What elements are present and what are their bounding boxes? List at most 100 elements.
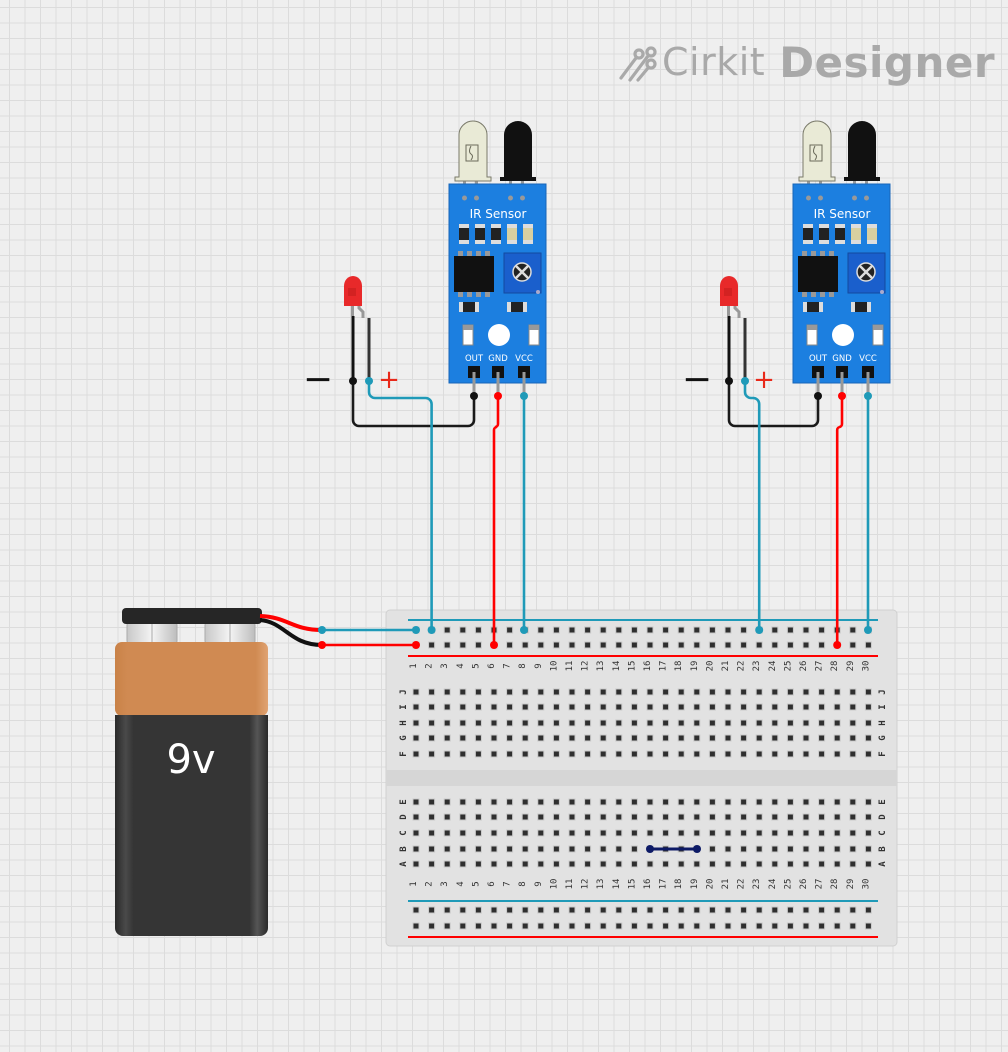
breadboard-hole[interactable] xyxy=(646,688,654,696)
breadboard-hole[interactable] xyxy=(599,922,607,930)
breadboard-hole[interactable] xyxy=(459,641,467,649)
breadboard-hole[interactable] xyxy=(864,860,872,868)
breadboard-hole[interactable] xyxy=(537,813,545,821)
breadboard-hole[interactable] xyxy=(615,688,623,696)
breadboard-hole[interactable] xyxy=(755,829,763,837)
breadboard-hole[interactable] xyxy=(537,734,545,742)
breadboard-hole[interactable] xyxy=(412,703,420,711)
breadboard-hole[interactable] xyxy=(552,798,560,806)
breadboard-hole[interactable] xyxy=(818,906,826,914)
breadboard-hole[interactable] xyxy=(474,734,482,742)
breadboard-hole[interactable] xyxy=(818,641,826,649)
breadboard-hole[interactable] xyxy=(724,734,732,742)
breadboard-hole[interactable] xyxy=(818,829,826,837)
breadboard-hole[interactable] xyxy=(724,626,732,634)
breadboard-hole[interactable] xyxy=(849,734,857,742)
breadboard-hole[interactable] xyxy=(677,860,685,868)
breadboard-hole[interactable] xyxy=(864,734,872,742)
breadboard-hole[interactable] xyxy=(646,626,654,634)
breadboard-hole[interactable] xyxy=(537,845,545,853)
breadboard-hole[interactable] xyxy=(412,688,420,696)
breadboard-hole[interactable] xyxy=(584,750,592,758)
breadboard-hole[interactable] xyxy=(599,626,607,634)
breadboard-hole[interactable] xyxy=(474,845,482,853)
breadboard-hole[interactable] xyxy=(818,626,826,634)
breadboard-hole[interactable] xyxy=(428,719,436,727)
breadboard-hole[interactable] xyxy=(802,703,810,711)
breadboard-hole[interactable] xyxy=(443,798,451,806)
wire-out-to-led-cathode[interactable] xyxy=(727,381,820,428)
breadboard-hole[interactable] xyxy=(584,798,592,806)
breadboard-hole[interactable] xyxy=(662,860,670,868)
breadboard-hole[interactable] xyxy=(506,845,514,853)
breadboard-hole[interactable] xyxy=(584,860,592,868)
breadboard-hole[interactable] xyxy=(724,719,732,727)
breadboard-hole[interactable] xyxy=(568,734,576,742)
breadboard-hole[interactable] xyxy=(755,734,763,742)
breadboard-hole[interactable] xyxy=(771,703,779,711)
breadboard-hole[interactable] xyxy=(662,626,670,634)
breadboard-hole[interactable] xyxy=(537,750,545,758)
breadboard-hole[interactable] xyxy=(630,750,638,758)
breadboard-hole[interactable] xyxy=(630,703,638,711)
breadboard-hole[interactable] xyxy=(771,719,779,727)
breadboard-hole[interactable] xyxy=(786,703,794,711)
breadboard-hole[interactable] xyxy=(755,813,763,821)
breadboard-hole[interactable] xyxy=(428,845,436,853)
breadboard-hole[interactable] xyxy=(568,922,576,930)
breadboard-hole[interactable] xyxy=(490,703,498,711)
breadboard-hole[interactable] xyxy=(849,798,857,806)
breadboard-hole[interactable] xyxy=(412,845,420,853)
breadboard-hole[interactable] xyxy=(552,922,560,930)
breadboard-hole[interactable] xyxy=(802,641,810,649)
breadboard-hole[interactable] xyxy=(677,626,685,634)
breadboard-hole[interactable] xyxy=(630,688,638,696)
breadboard-hole[interactable] xyxy=(646,860,654,868)
wire-endpoint[interactable] xyxy=(520,392,528,400)
breadboard-hole[interactable] xyxy=(740,860,748,868)
breadboard-hole[interactable] xyxy=(755,750,763,758)
breadboard-hole[interactable] xyxy=(521,750,529,758)
breadboard-hole[interactable] xyxy=(428,703,436,711)
breadboard-hole[interactable] xyxy=(506,641,514,649)
breadboard-hole[interactable] xyxy=(755,906,763,914)
breadboard-hole[interactable] xyxy=(693,798,701,806)
breadboard-hole[interactable] xyxy=(599,829,607,837)
breadboard-hole[interactable] xyxy=(864,750,872,758)
breadboard-hole[interactable] xyxy=(615,798,623,806)
breadboard-hole[interactable] xyxy=(615,626,623,634)
breadboard-hole[interactable] xyxy=(662,922,670,930)
breadboard-hole[interactable] xyxy=(506,860,514,868)
breadboard-hole[interactable] xyxy=(615,860,623,868)
breadboard-hole[interactable] xyxy=(490,845,498,853)
breadboard-hole[interactable] xyxy=(537,641,545,649)
breadboard-hole[interactable] xyxy=(443,829,451,837)
breadboard-hole[interactable] xyxy=(708,626,716,634)
breadboard-hole[interactable] xyxy=(646,813,654,821)
breadboard-hole[interactable] xyxy=(724,845,732,853)
breadboard-hole[interactable] xyxy=(599,906,607,914)
wire-endpoint[interactable] xyxy=(412,641,420,649)
breadboard-hole[interactable] xyxy=(552,860,560,868)
breadboard-hole[interactable] xyxy=(833,719,841,727)
breadboard-hole[interactable] xyxy=(786,860,794,868)
breadboard-hole[interactable] xyxy=(443,719,451,727)
breadboard-hole[interactable] xyxy=(506,626,514,634)
breadboard-hole[interactable] xyxy=(833,750,841,758)
breadboard-hole[interactable] xyxy=(584,703,592,711)
breadboard-hole[interactable] xyxy=(771,829,779,837)
breadboard-hole[interactable] xyxy=(459,734,467,742)
breadboard-hole[interactable] xyxy=(646,798,654,806)
breadboard-hole[interactable] xyxy=(740,688,748,696)
wire-gnd-to-rail[interactable] xyxy=(835,396,844,645)
breadboard-hole[interactable] xyxy=(506,703,514,711)
breadboard-hole[interactable] xyxy=(693,688,701,696)
breadboard-hole[interactable] xyxy=(630,860,638,868)
breadboard-hole[interactable] xyxy=(443,845,451,853)
breadboard-hole[interactable] xyxy=(615,845,623,853)
breadboard-hole[interactable] xyxy=(615,829,623,837)
wire-endpoint[interactable] xyxy=(814,392,822,400)
breadboard-hole[interactable] xyxy=(864,798,872,806)
breadboard-hole[interactable] xyxy=(428,688,436,696)
breadboard-hole[interactable] xyxy=(474,829,482,837)
